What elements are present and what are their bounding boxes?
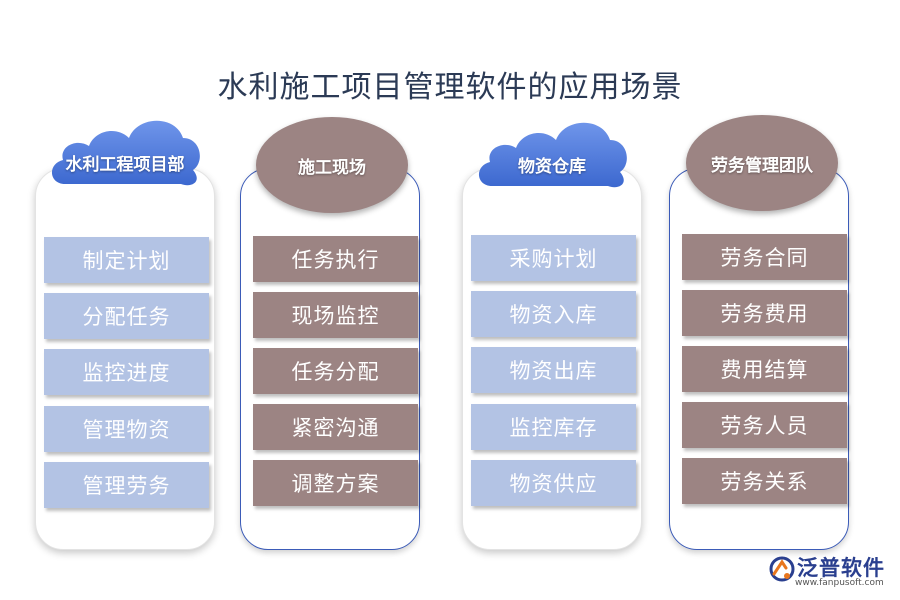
list-item: 费用结算 [682, 346, 847, 392]
column-site: 任务执行 现场监控 任务分配 紧密沟通 调整方案 [240, 168, 420, 550]
list-item: 分配任务 [44, 293, 209, 339]
list-item: 物资入库 [471, 291, 636, 337]
list-item: 物资出库 [471, 347, 636, 393]
column-header: 物资仓库 [518, 157, 586, 177]
list-item: 紧密沟通 [253, 404, 418, 450]
logo-name: 泛普软件 [797, 556, 885, 580]
list-item: 制定计划 [44, 237, 209, 283]
oval-header-site: 施工现场 [256, 117, 408, 213]
cloud-header-warehouse: 物资仓库 [472, 114, 632, 196]
list-item: 调整方案 [253, 460, 418, 506]
column-project-dept: 制定计划 分配任务 监控进度 管理物资 管理劳务 [35, 168, 215, 550]
column-warehouse: 采购计划 物资入库 物资出库 监控库存 物资供应 [462, 168, 642, 550]
oval-header-labor-team: 劳务管理团队 [686, 115, 838, 211]
fanpu-logo-icon [769, 556, 795, 582]
list-item: 采购计划 [471, 235, 636, 281]
diagram-title: 水利施工项目管理软件的应用场景 [217, 70, 683, 105]
list-item: 物资供应 [471, 460, 636, 506]
list-item: 管理物资 [44, 406, 209, 452]
list-item: 管理劳务 [44, 462, 209, 508]
list-item: 现场监控 [253, 292, 418, 338]
logo-url: www.fanpusoft.com [795, 578, 884, 588]
list-item: 监控进度 [44, 349, 209, 395]
list-item: 任务执行 [253, 236, 418, 282]
cloud-shape [51, 120, 200, 186]
list-item: 劳务费用 [682, 290, 847, 336]
list-item: 监控库存 [471, 404, 636, 450]
list-item: 任务分配 [253, 348, 418, 394]
list-item: 劳务人员 [682, 402, 847, 448]
list-item: 劳务合同 [682, 234, 847, 280]
cloud-shape [478, 122, 627, 188]
cloud-header-project-dept: 水利工程项目部 [45, 112, 205, 194]
column-labor-team: 劳务合同 劳务费用 费用结算 劳务人员 劳务关系 [669, 168, 849, 550]
list-item: 劳务关系 [682, 458, 847, 504]
column-header: 水利工程项目部 [65, 155, 185, 175]
fanpu-logo: 泛普软件 www.fanpusoft.com [768, 552, 893, 592]
